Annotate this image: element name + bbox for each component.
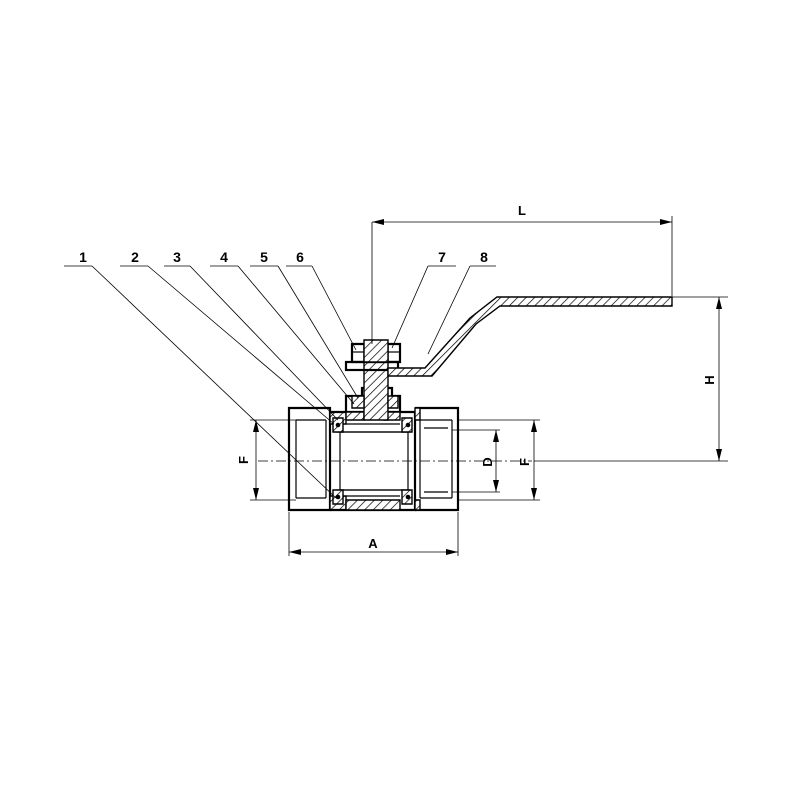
callout-8: 8 — [427, 249, 496, 355]
part-number-2: 2 — [131, 249, 139, 265]
part-number-4: 4 — [220, 249, 228, 265]
dimension-L: L — [371, 203, 673, 344]
dimension-A-label: A — [368, 536, 378, 551]
part-number-6: 6 — [296, 249, 304, 265]
part-number-7: 7 — [438, 249, 446, 265]
callout-6: 6 — [286, 249, 357, 351]
handle-lever — [387, 296, 673, 377]
callout-5: 5 — [250, 249, 359, 399]
part-number-1: 1 — [79, 249, 87, 265]
callout-4: 4 — [210, 249, 355, 405]
dimension-L-label: L — [518, 203, 526, 218]
callout-1: 1 — [64, 249, 337, 499]
dimension-H: H — [534, 296, 728, 462]
dimension-H-label: H — [702, 375, 717, 384]
dimension-F-right-label: F — [517, 458, 532, 466]
callout-3: 3 — [164, 249, 339, 421]
dimension-F-left: F — [236, 419, 296, 501]
part-number-3: 3 — [173, 249, 181, 265]
callout-7: 7 — [391, 249, 456, 349]
dimension-A: A — [288, 512, 459, 556]
dimension-F-right: F — [458, 419, 540, 501]
part-number-5: 5 — [260, 249, 268, 265]
dimension-D-label: D — [480, 457, 495, 466]
stem-assembly — [344, 339, 402, 421]
dimension-F-left-label: F — [236, 456, 251, 464]
dimension-D: D — [452, 429, 500, 493]
part-number-8: 8 — [480, 249, 488, 265]
callout-2: 2 — [120, 249, 335, 425]
valve-body — [287, 406, 460, 512]
